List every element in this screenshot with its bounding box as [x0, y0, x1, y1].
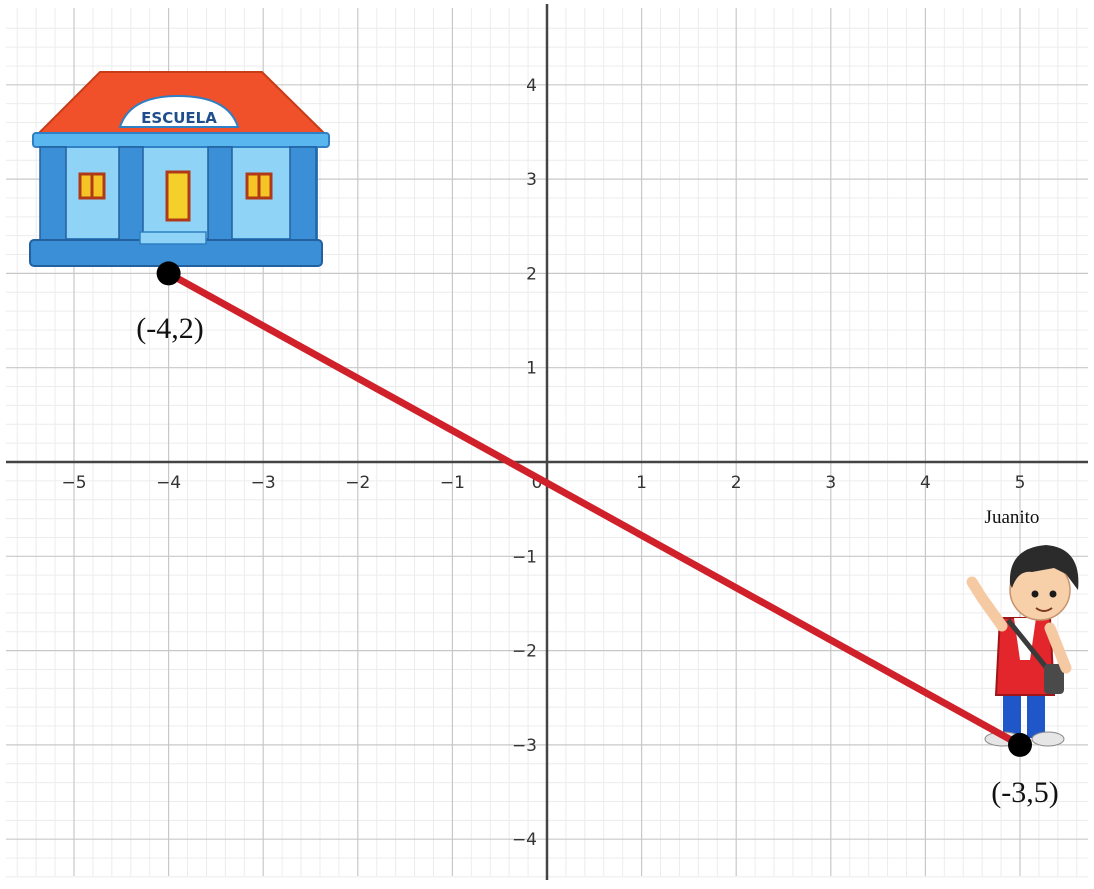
x-tick-label: 0 — [532, 473, 543, 493]
school-building-illustration: ESCUELA — [29, 71, 331, 267]
y-tick-label: 4 — [526, 76, 537, 96]
school-point — [156, 261, 181, 286]
x-tick-label: 2 — [731, 473, 742, 493]
y-tick-label: 1 — [526, 359, 537, 379]
school-column — [289, 146, 317, 244]
boy-mouth — [1035, 607, 1053, 612]
y-tick-label: 2 — [526, 264, 537, 284]
boy-arm — [1044, 622, 1072, 674]
boy-point-label: (-3,5) — [991, 776, 1058, 809]
school-door — [165, 170, 191, 222]
school-cornice — [32, 132, 330, 148]
boy-leg — [1027, 690, 1045, 738]
path-segment — [165, 269, 1024, 749]
boy-name-label: Juanito — [985, 507, 1040, 528]
x-tick-label: 1 — [636, 473, 647, 493]
boy-leg — [1003, 690, 1021, 738]
boy-point — [1008, 732, 1032, 757]
axes — [6, 4, 1088, 880]
x-tick-label: −1 — [440, 473, 465, 493]
school-sign-text: ESCUELA — [141, 109, 217, 127]
x-tick-label: −3 — [251, 473, 276, 493]
boy-eye — [1049, 590, 1057, 598]
y-tick-label: −3 — [512, 736, 537, 756]
school-column — [118, 146, 144, 244]
boy-arm-raised — [966, 576, 1008, 632]
bag — [1044, 664, 1064, 694]
y-tick-label: −1 — [512, 547, 537, 567]
y-tick-label: 3 — [526, 170, 537, 190]
x-tick-label: −2 — [345, 473, 370, 493]
school-sign — [118, 94, 240, 128]
x-tick-label: −4 — [156, 473, 181, 493]
school-column — [39, 146, 67, 244]
x-tick-label: 4 — [920, 473, 931, 493]
x-tick-label: 3 — [825, 473, 836, 493]
tick-labels: −5 −4 −3 −2 −1 0 1 2 3 4 5 −4 −3 −2 −1 1 2 3 4 — [61, 76, 1025, 850]
x-tick-label: 5 — [1015, 473, 1026, 493]
school-point-label: (-4,2) — [136, 312, 203, 345]
y-tick-label: −2 — [512, 642, 537, 662]
x-tick-label: −5 — [61, 473, 86, 493]
school-step — [139, 231, 207, 245]
boy-shoe — [1031, 731, 1065, 747]
boy-hair — [1009, 545, 1079, 590]
boy-eye — [1031, 590, 1039, 598]
y-tick-label: −4 — [512, 830, 537, 850]
school-column — [207, 146, 233, 244]
boy-illustration — [966, 545, 1079, 747]
